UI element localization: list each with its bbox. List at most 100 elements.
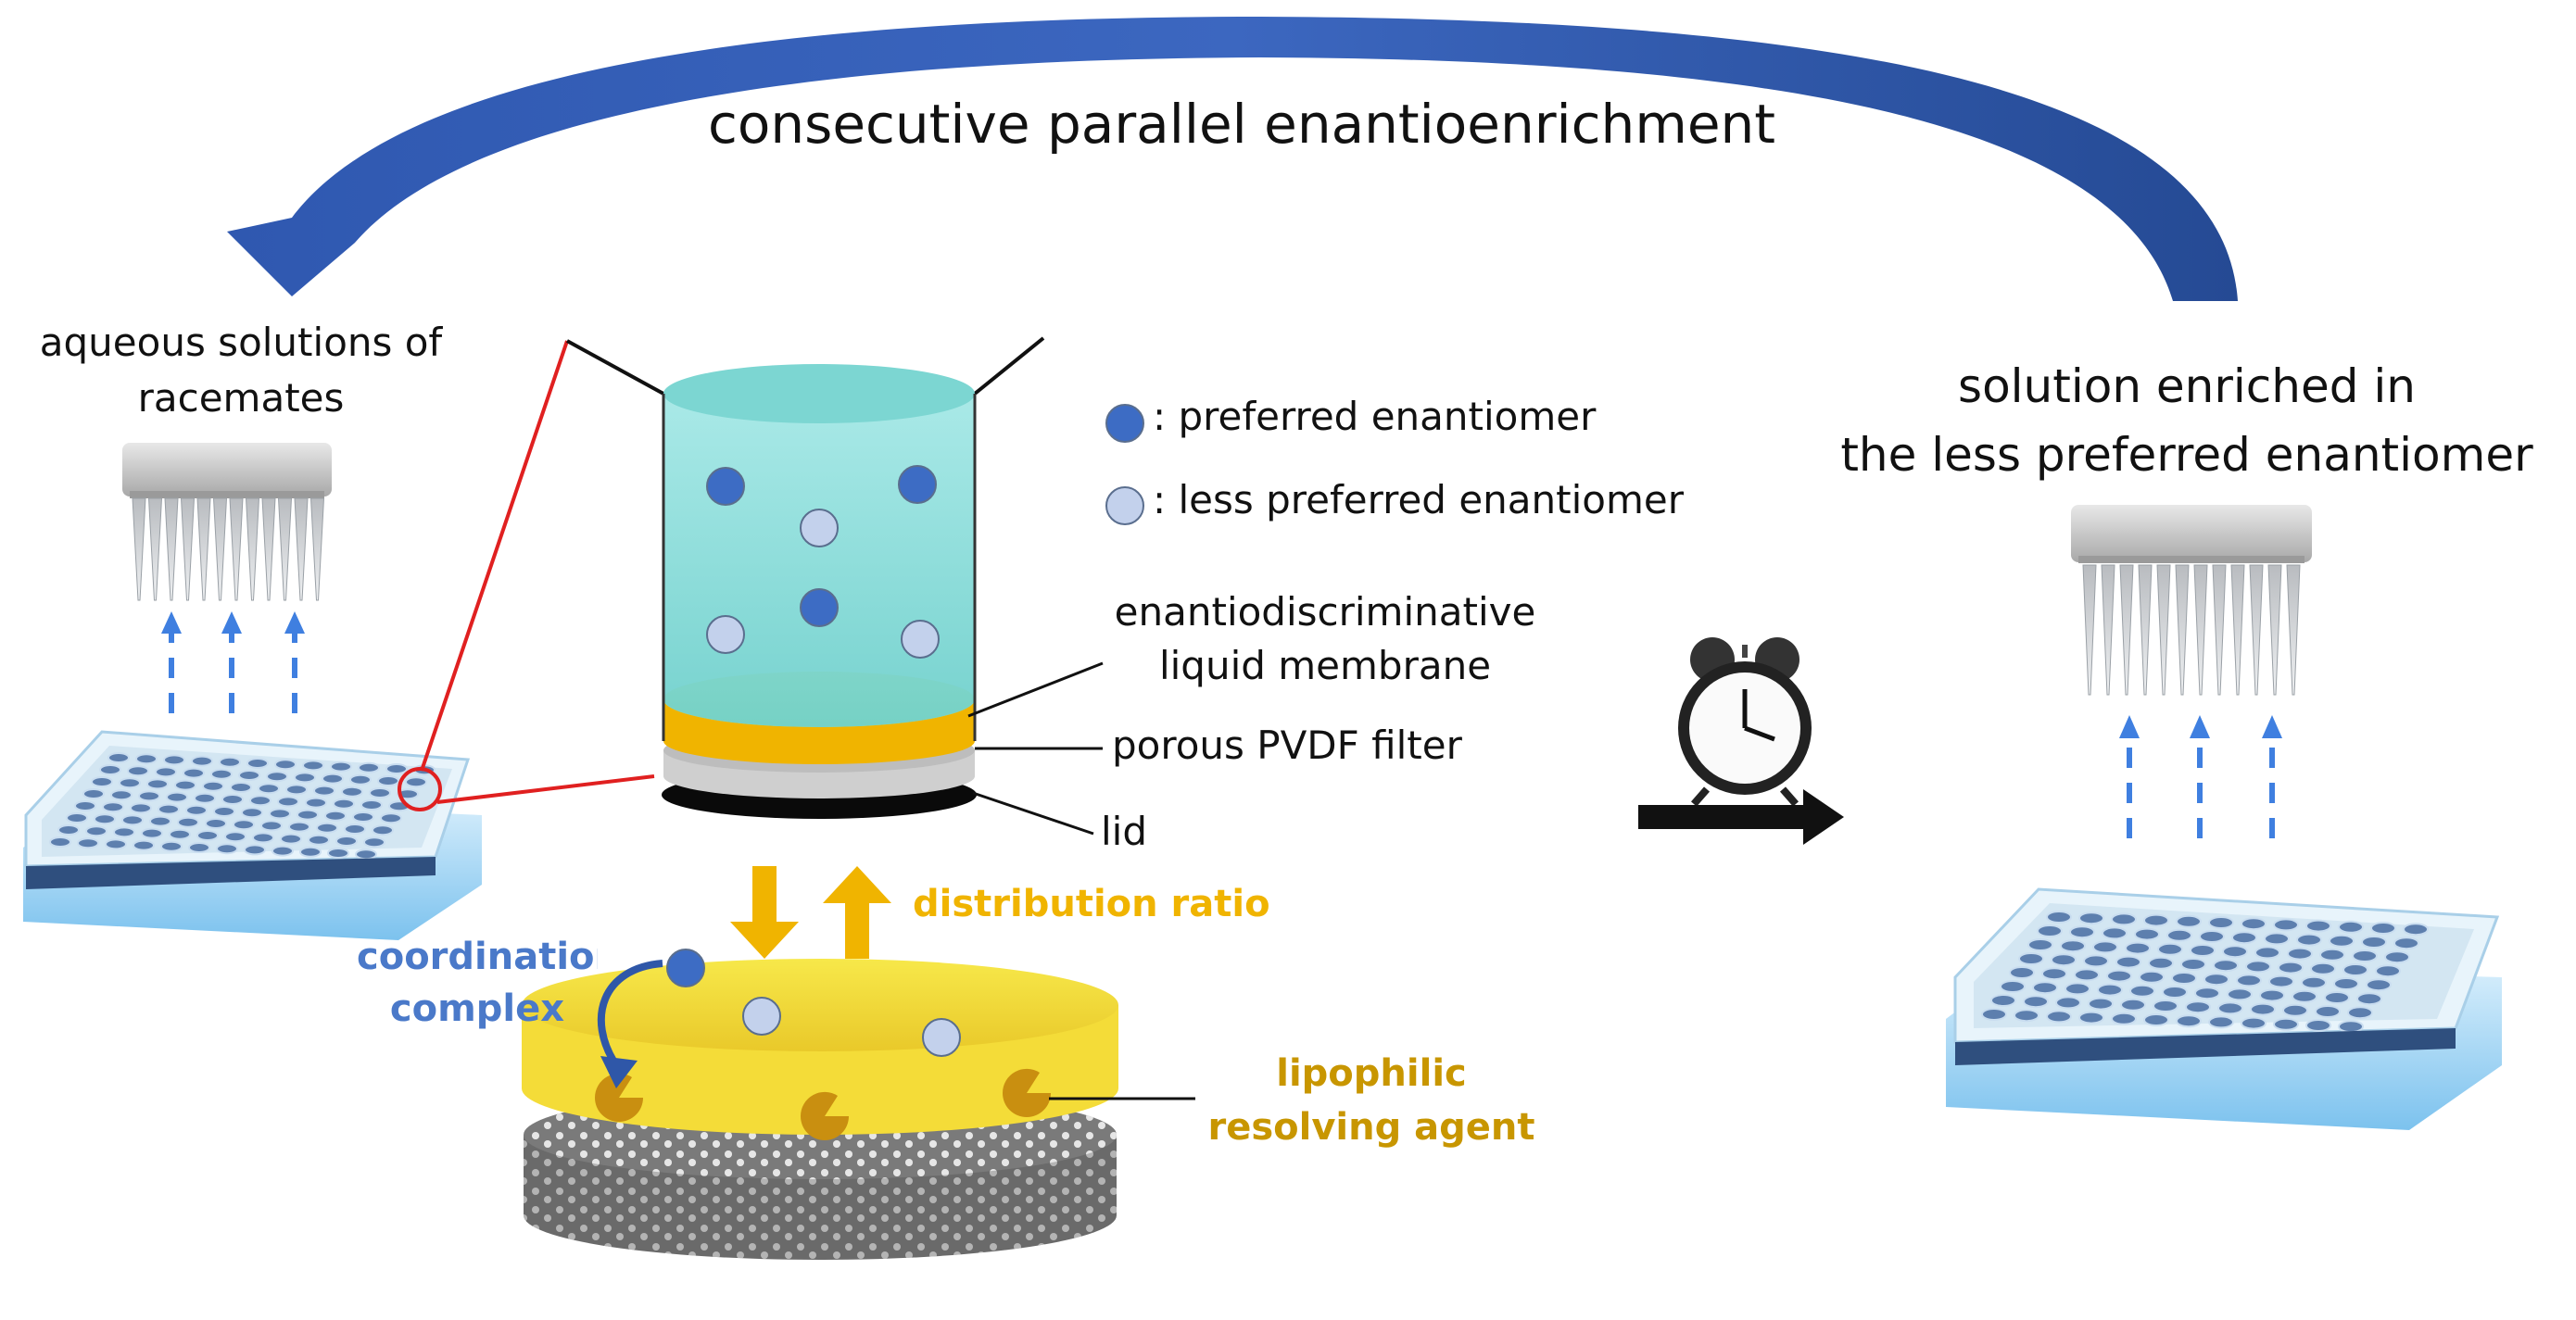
plate-well bbox=[335, 836, 358, 847]
plate-well bbox=[2009, 966, 2035, 979]
plate-well bbox=[2254, 946, 2280, 960]
pipette-tip bbox=[147, 497, 163, 601]
plate-well bbox=[2268, 974, 2294, 988]
plate-well bbox=[1990, 994, 2016, 1007]
plate-well bbox=[213, 806, 235, 817]
plate-well bbox=[280, 833, 302, 845]
plate-well bbox=[210, 768, 233, 780]
plate-well bbox=[305, 797, 327, 809]
plate-well bbox=[2018, 952, 2044, 965]
plate-well bbox=[249, 795, 271, 807]
plate-well bbox=[158, 803, 180, 815]
pipette-right bbox=[2071, 505, 2312, 696]
plate-well bbox=[1981, 1008, 2007, 1021]
plate-well bbox=[194, 792, 216, 804]
plate-well bbox=[107, 752, 130, 763]
plate-well bbox=[2143, 913, 2169, 927]
plate-well bbox=[149, 815, 171, 827]
plate-well bbox=[174, 779, 196, 791]
plate-well bbox=[2222, 945, 2248, 959]
plate-well bbox=[216, 843, 238, 855]
plate-well bbox=[2264, 932, 2290, 946]
plate-well bbox=[146, 778, 169, 790]
plate-well bbox=[330, 761, 352, 773]
plate-well bbox=[2148, 956, 2174, 970]
plate-well bbox=[308, 834, 330, 846]
plate-well bbox=[274, 759, 297, 771]
plate-well bbox=[2023, 995, 2049, 1009]
plate-well bbox=[141, 827, 163, 839]
less-preferred-dot bbox=[800, 509, 839, 547]
plate-well bbox=[324, 810, 347, 822]
pipette-tip bbox=[132, 497, 146, 601]
well-plate-left bbox=[23, 730, 482, 940]
plate-well bbox=[57, 824, 80, 836]
plate-well bbox=[2278, 961, 2304, 974]
plate-well bbox=[2287, 947, 2313, 961]
plate-well bbox=[110, 789, 133, 801]
plate-well bbox=[105, 838, 127, 850]
clock-icon bbox=[1678, 637, 1812, 807]
plate-well bbox=[2157, 942, 2183, 956]
pipette-tip bbox=[277, 497, 293, 601]
plate-well bbox=[260, 820, 283, 832]
pipette-tip bbox=[2193, 564, 2208, 696]
plate-well bbox=[2065, 982, 2090, 996]
plate-well bbox=[160, 840, 183, 852]
plate-well bbox=[2106, 969, 2132, 983]
plate-well bbox=[2143, 1013, 2169, 1026]
plate-well bbox=[2162, 986, 2188, 999]
plate-well bbox=[2176, 1014, 2202, 1028]
zoom-circle bbox=[398, 767, 442, 811]
plate-well bbox=[2092, 940, 2118, 954]
less-preferred-dot bbox=[706, 615, 745, 654]
plate-well bbox=[246, 758, 269, 769]
plate-well bbox=[2356, 992, 2382, 1006]
disc-dots bbox=[666, 949, 961, 1057]
plate-well bbox=[138, 790, 160, 802]
plate-well bbox=[358, 761, 380, 773]
legend bbox=[1105, 404, 1144, 525]
plate-well bbox=[2074, 968, 2100, 982]
plate-well bbox=[163, 754, 185, 766]
plate-well bbox=[102, 801, 124, 813]
plate-well bbox=[2338, 920, 2364, 934]
plate-well bbox=[241, 807, 263, 819]
plate-well bbox=[74, 800, 96, 811]
plate-well bbox=[333, 798, 355, 810]
legend-preferred-swatch bbox=[1105, 404, 1144, 443]
plate-well bbox=[191, 755, 213, 767]
zoom-lines bbox=[420, 340, 655, 804]
plate-well bbox=[2236, 974, 2262, 987]
pipette-tip bbox=[309, 497, 325, 601]
plate-well bbox=[2139, 970, 2165, 984]
plate-well bbox=[355, 849, 377, 861]
membrane-cell bbox=[566, 336, 1045, 819]
plate-well bbox=[188, 842, 210, 853]
plate-well bbox=[302, 760, 324, 772]
plate-well bbox=[244, 844, 266, 856]
plate-well bbox=[2375, 964, 2401, 978]
plate-well bbox=[2366, 978, 2392, 992]
plate-well bbox=[127, 765, 149, 777]
plate-well bbox=[2384, 950, 2410, 964]
plate-well bbox=[2102, 926, 2128, 940]
plate-well bbox=[238, 770, 260, 781]
plate-well bbox=[2185, 1000, 2211, 1014]
pipette-tip bbox=[2156, 564, 2171, 696]
plate-well bbox=[2250, 1002, 2276, 1016]
plate-well bbox=[269, 808, 291, 820]
plate-well bbox=[363, 836, 385, 849]
preferred-dot bbox=[666, 949, 705, 987]
plate-well bbox=[2051, 953, 2077, 967]
plate-well bbox=[2370, 922, 2396, 935]
plate-well bbox=[2000, 980, 2026, 993]
plate-well bbox=[2273, 1017, 2299, 1031]
membrane-disc bbox=[522, 959, 1118, 1260]
plate-well bbox=[344, 823, 366, 835]
plate-well bbox=[130, 802, 152, 814]
plate-well bbox=[2227, 987, 2253, 1001]
